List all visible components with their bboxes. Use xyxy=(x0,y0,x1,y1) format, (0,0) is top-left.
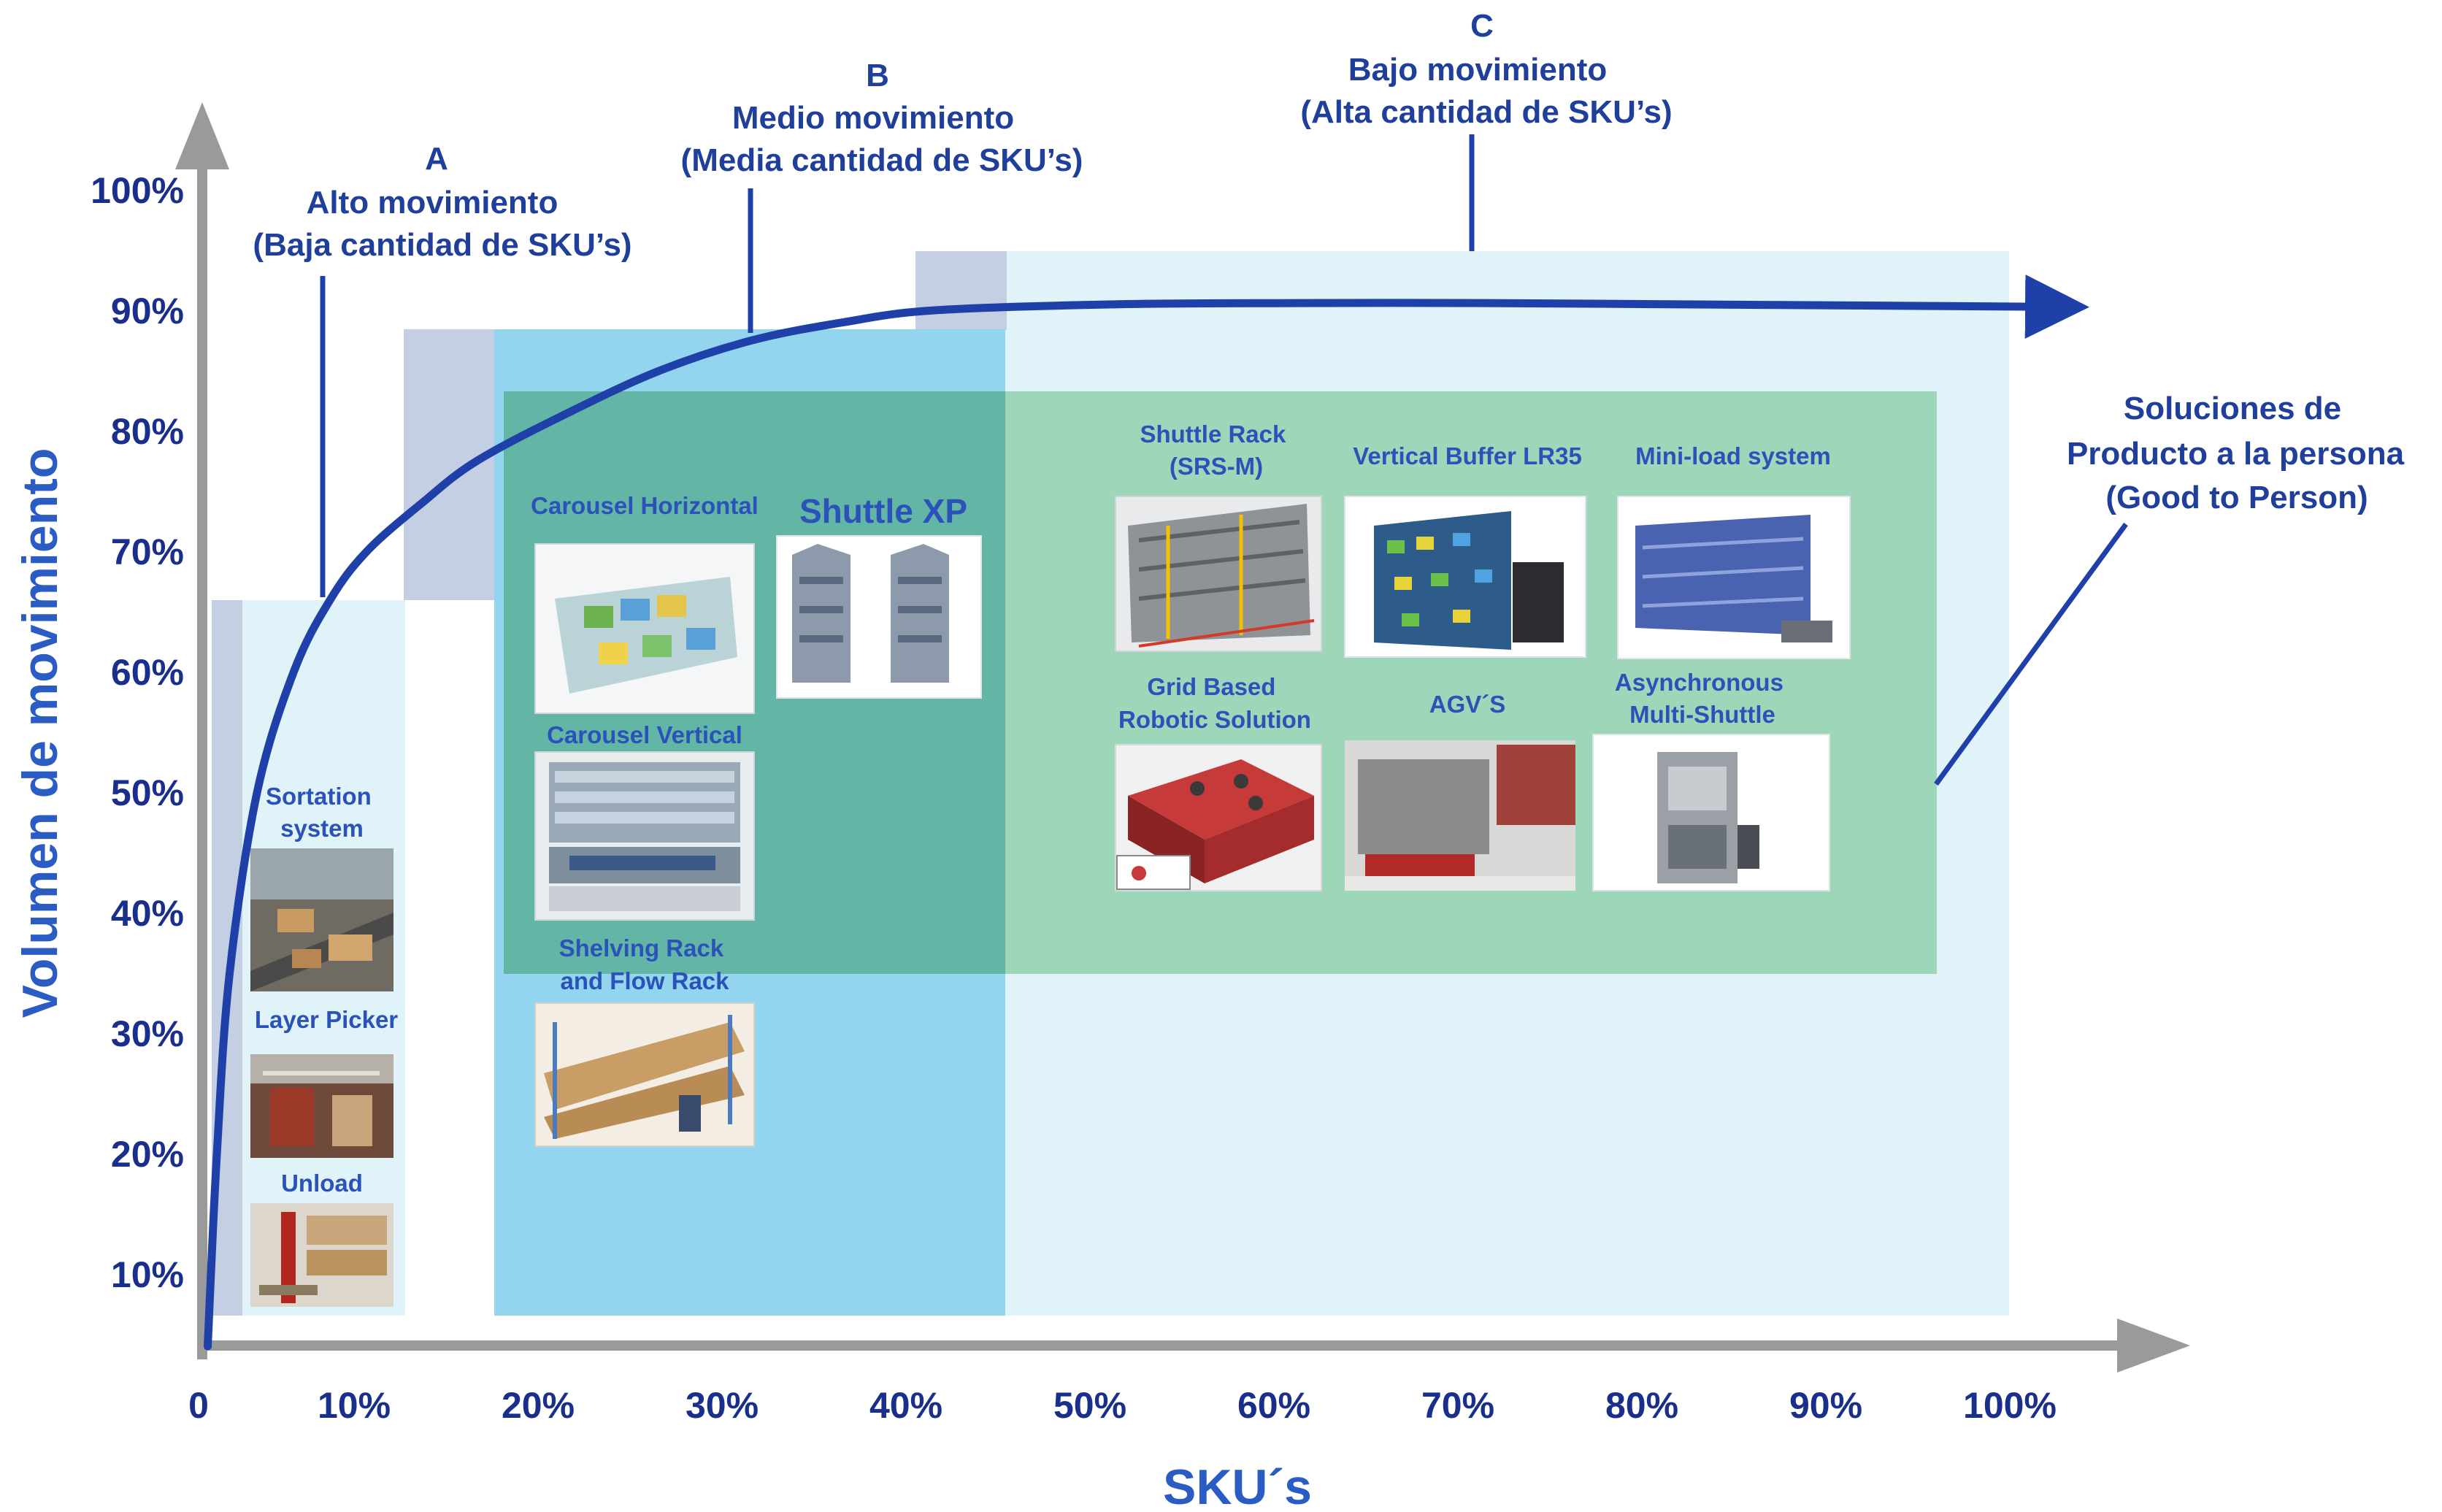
goods-to-person-line-3: (Good to Person) xyxy=(2105,480,2368,515)
label-unload: Unload xyxy=(281,1170,363,1197)
y-tick-label: 60% xyxy=(111,652,184,693)
x-tick-label: 60% xyxy=(1237,1385,1310,1426)
label-shelving-rack: Shelving Rack and Flow Rack xyxy=(559,935,731,994)
y-tick-label: 70% xyxy=(111,531,184,572)
goods-to-person-line-1: Soluciones de xyxy=(2124,391,2341,426)
x-axis-arrow xyxy=(2117,1319,2190,1373)
shuttle-rack-image xyxy=(1115,496,1322,652)
y-tick-label: 50% xyxy=(111,772,184,813)
shelving-rack-image xyxy=(534,1002,755,1147)
y-tick-label: 10% xyxy=(111,1254,184,1295)
y-tick-label: 90% xyxy=(111,291,184,331)
zone-c-subtitle: (Alta cantidad de SKU’s) xyxy=(1300,94,1672,130)
x-tick-label: 0 xyxy=(188,1385,209,1426)
shuttle-xp-image xyxy=(776,535,982,699)
mini-load-image xyxy=(1617,496,1851,659)
axes xyxy=(175,102,2190,1373)
x-axis-line xyxy=(204,1340,2132,1351)
y-tick-label: 100% xyxy=(91,170,184,211)
x-tick-label: 10% xyxy=(318,1385,391,1426)
goods-to-person-pointer xyxy=(1934,522,2128,786)
movement-curve xyxy=(204,275,2089,1351)
x-tick-labels: 0 10% 20% 30% 40% 50% 60% 70% 80% 90% 100% xyxy=(188,1385,2057,1426)
zone-a-label: A Alto movimiento (Baja cantidad de SKU’… xyxy=(253,141,631,263)
y-axis-arrow xyxy=(175,102,229,169)
goods-to-person-line-2: Producto a la persona xyxy=(2067,436,2405,472)
sortation-system-image xyxy=(250,848,393,991)
goods-to-person-label: Soluciones de Producto a la persona (Goo… xyxy=(2067,391,2405,515)
x-tick-label: 70% xyxy=(1421,1385,1494,1426)
zone-c-title: Bajo movimiento xyxy=(1348,52,1608,88)
label-grid-based: Grid Based Robotic Solution xyxy=(1118,673,1311,733)
zone-b-title: Medio movimiento xyxy=(732,100,1014,136)
x-tick-label: 50% xyxy=(1053,1385,1126,1426)
label-sortation-system: Sortation system xyxy=(266,783,378,842)
zone-b-subtitle: (Media cantidad de SKU’s) xyxy=(681,142,1083,178)
x-tick-label: 100% xyxy=(1963,1385,2057,1426)
y-tick-label: 20% xyxy=(111,1134,184,1175)
y-tick-label: 80% xyxy=(111,411,184,452)
zone-a-letter: A xyxy=(425,141,448,177)
y-axis-label: Volumen de movimiento xyxy=(12,448,68,1018)
y-tick-label: 40% xyxy=(111,893,184,934)
x-tick-label: 20% xyxy=(502,1385,575,1426)
zone-c-label: C Bajo movimiento (Alta cantidad de SKU’… xyxy=(1300,8,1672,130)
product-images xyxy=(250,496,1851,1307)
agv-image xyxy=(1345,740,1575,891)
carousel-vertical-image xyxy=(534,751,755,921)
label-async-shuttle: Asynchronous Multi-Shuttle xyxy=(1615,669,1790,728)
y-axis-line xyxy=(197,161,207,1359)
zone-ab-transition-block xyxy=(404,329,495,600)
x-axis-label: SKU´s xyxy=(1163,1459,1312,1512)
carousel-horizontal-image xyxy=(534,543,755,714)
layer-picker-image xyxy=(250,1054,393,1158)
zone-b-label: B Medio movimiento (Media cantidad de SK… xyxy=(681,58,1083,178)
y-tick-labels: 10% 20% 30% 40% 50% 60% 70% 80% 90% 100% xyxy=(91,170,184,1295)
label-layer-picker: Layer Picker xyxy=(255,1006,398,1033)
unload-image xyxy=(250,1203,393,1307)
y-tick-label: 30% xyxy=(111,1013,184,1054)
zone-a-title: Alto movimiento xyxy=(307,185,558,220)
zone-c-letter: C xyxy=(1470,8,1494,44)
zone-a-subtitle: (Baja cantidad de SKU’s) xyxy=(253,227,631,263)
label-carousel-horizontal: Carousel Horizontal xyxy=(531,492,759,519)
label-agv: AGV´S xyxy=(1429,691,1506,718)
x-tick-label: 30% xyxy=(686,1385,759,1426)
x-tick-label: 40% xyxy=(869,1385,942,1426)
label-shuttle-xp: Shuttle XP xyxy=(799,492,967,530)
zone-pointers xyxy=(320,134,2128,786)
label-carousel-vertical: Carousel Vertical xyxy=(547,721,742,748)
x-tick-label: 90% xyxy=(1789,1385,1862,1426)
x-tick-label: 80% xyxy=(1605,1385,1678,1426)
label-vertical-buffer: Vertical Buffer LR35 xyxy=(1353,442,1582,469)
product-labels: Sortation system Layer Picker Unload Car… xyxy=(255,421,1831,1197)
label-mini-load: Mini-load system xyxy=(1635,442,1831,469)
vertical-buffer-image xyxy=(1344,496,1586,658)
label-shuttle-rack: Shuttle Rack (SRS-M) xyxy=(1140,421,1292,480)
grid-based-image xyxy=(1115,744,1322,891)
zone-b-letter: B xyxy=(866,58,889,93)
zone-bc-transition-block xyxy=(915,251,1007,330)
async-shuttle-image xyxy=(1592,734,1830,891)
